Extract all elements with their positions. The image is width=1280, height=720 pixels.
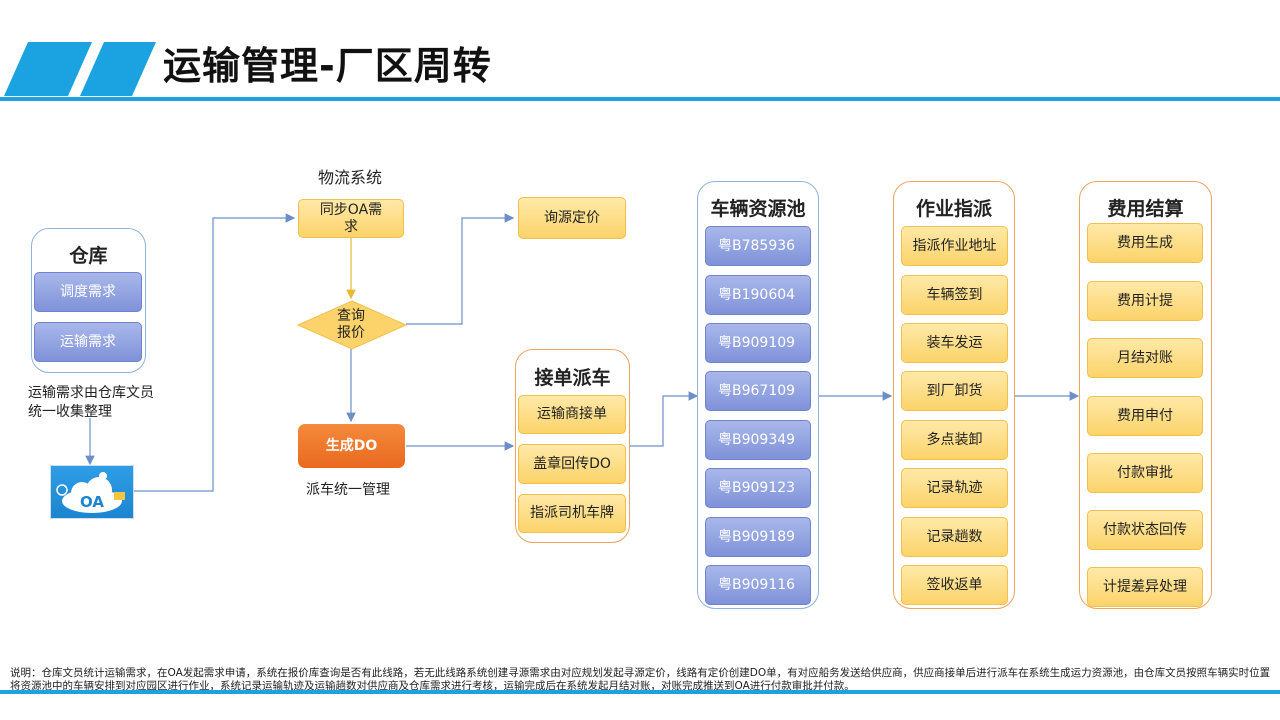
warehouse-caption: 运输需求由仓库文员统一收集整理	[28, 385, 154, 420]
settlement-item[interactable]: 计提差异处理	[1087, 567, 1203, 607]
warehouse-title: 仓库	[69, 245, 108, 267]
vehicle-item[interactable]: 粤B909116	[705, 565, 811, 605]
settlement-title: 费用结算	[1107, 198, 1184, 220]
query-quote-diamond[interactable]	[296, 300, 408, 350]
order-dispatch-item[interactable]: 盖章回传DO	[518, 444, 626, 484]
logistics-title: 物流系统	[318, 168, 383, 187]
page-title: 运输管理-厂区周转	[163, 44, 492, 88]
order-dispatch-item[interactable]: 指派司机车牌	[518, 494, 626, 533]
generate-do-button[interactable]: 生成DO	[298, 424, 405, 468]
settlement-item[interactable]: 费用申付	[1087, 396, 1203, 436]
settlement-item[interactable]: 费用计提	[1087, 281, 1203, 321]
vehicle-item[interactable]: 粤B190604	[705, 275, 811, 315]
vehicle-item[interactable]: 粤B785936	[705, 226, 811, 266]
vehicle-item[interactable]: 粤B909189	[705, 517, 811, 557]
assignment-item[interactable]: 多点装卸	[901, 420, 1008, 460]
settlement-item[interactable]: 付款状态回传	[1087, 510, 1203, 550]
sync-oa-demand-label: 同步OA需求	[319, 201, 383, 235]
header-decoration	[4, 42, 156, 96]
vehicle-item[interactable]: 粤B909123	[705, 468, 811, 508]
header-divider	[0, 97, 1280, 101]
footer-divider	[0, 690, 1280, 694]
warehouse-item[interactable]: 调度需求	[34, 272, 142, 312]
vehicle-item[interactable]: 粤B967109	[705, 371, 811, 411]
assignment-item[interactable]: 记录趟数	[901, 517, 1008, 557]
order-dispatch-title: 接单派车	[534, 367, 611, 389]
assignment-item[interactable]: 到厂卸货	[901, 371, 1008, 411]
assignment-item[interactable]: 装车发运	[901, 323, 1008, 363]
settlement-item[interactable]: 费用生成	[1087, 223, 1203, 263]
query-quote-label: 查询 报价	[337, 308, 365, 341]
oa-cloud-icon: OA	[50, 465, 134, 519]
settlement-item[interactable]: 付款审批	[1087, 453, 1203, 493]
vehicle-pool-title: 车辆资源池	[710, 198, 806, 220]
settlement-item[interactable]: 月结对账	[1087, 338, 1203, 378]
warehouse-item[interactable]: 运输需求	[34, 322, 142, 362]
oa-label: OA	[80, 493, 104, 511]
dispatch-caption: 派车统一管理	[306, 482, 390, 498]
assignment-item[interactable]: 记录轨迹	[901, 468, 1008, 508]
assignment-title: 作业指派	[915, 198, 992, 220]
assignment-item[interactable]: 车辆签到	[901, 275, 1008, 315]
inquiry-pricing-box[interactable]: 询源定价	[518, 197, 626, 239]
assignment-item[interactable]: 签收返单	[901, 565, 1008, 605]
sync-oa-demand-box[interactable]: 同步OA需求	[298, 199, 404, 238]
assignment-item[interactable]: 指派作业地址	[901, 226, 1008, 266]
vehicle-item[interactable]: 粤B909349	[705, 420, 811, 460]
description-note: 说明：仓库文员统计运输需求，在OA发起需求申请，系统在报价库查询是否有此线路，若…	[10, 667, 1271, 692]
vehicle-item[interactable]: 粤B909109	[705, 323, 811, 363]
order-dispatch-item[interactable]: 运输商接单	[518, 395, 626, 434]
